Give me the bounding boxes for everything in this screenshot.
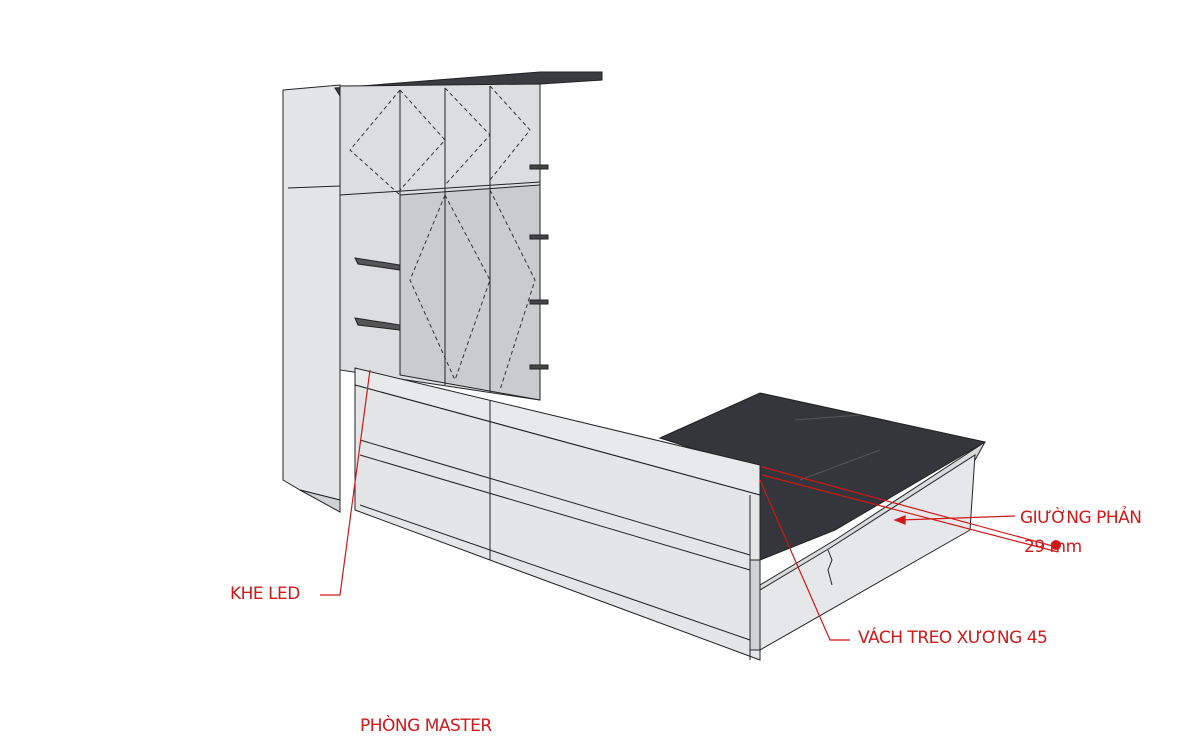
dimension-label: 29 mm bbox=[1024, 537, 1082, 557]
room-title: PHÒNG MASTER bbox=[360, 716, 492, 736]
headboard-drawers bbox=[354, 367, 761, 661]
dimension-line bbox=[761, 466, 1061, 549]
bed-platform-label: GIƯỜNG PHẢN bbox=[1020, 508, 1142, 528]
dimension-dot bbox=[1051, 540, 1061, 550]
wardrobe-back-doors bbox=[339, 83, 549, 401]
bed-platform-leader bbox=[899, 515, 1016, 521]
hanging-panel-leader bbox=[759, 479, 850, 641]
led-slot-label: KHE LED bbox=[230, 584, 300, 604]
annotation-leaders bbox=[320, 369, 1061, 641]
led-slot-leader bbox=[320, 369, 371, 596]
hanging-panel-label: VÁCH TREO XƯƠNG 45 bbox=[858, 628, 1048, 648]
bed-platform bbox=[658, 392, 987, 651]
